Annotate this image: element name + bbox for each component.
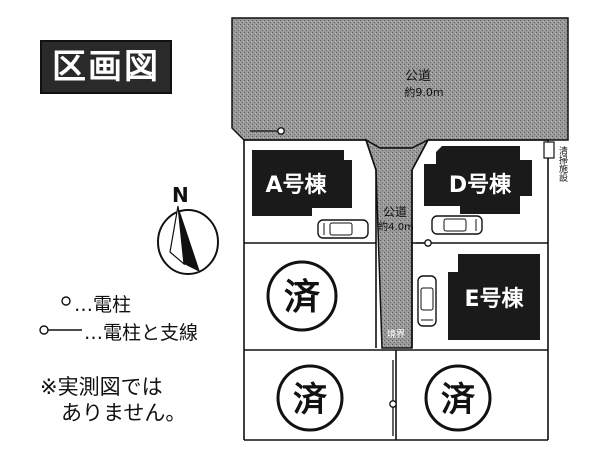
facility-sign — [543, 141, 555, 159]
lot-d-label: D号棟 — [449, 172, 512, 198]
pole-wire-icon — [39, 325, 82, 335]
svg-text:済: 済 — [441, 380, 476, 420]
building-e — [448, 254, 540, 340]
car-icon — [417, 275, 437, 327]
car-icon — [317, 219, 369, 239]
sold-marker: 済 — [276, 364, 344, 432]
svg-text:済: 済 — [293, 380, 328, 420]
compass-icon: N — [157, 183, 219, 275]
sold-marker: 済 — [266, 260, 338, 332]
disclaimer-note: ※実測図では ありません。 — [40, 375, 187, 425]
svg-text:済: 済 — [284, 277, 320, 318]
building-d — [424, 146, 532, 214]
legend-pole: …電柱 — [74, 294, 132, 316]
car-icon — [431, 215, 483, 235]
legend-pole-wire: …電柱と支線 — [84, 322, 199, 344]
lot-a-label: A号棟 — [265, 172, 327, 198]
lot-boundaries — [243, 139, 549, 441]
pole-markers — [250, 127, 432, 436]
facility-label: 清掃施設 — [557, 145, 568, 183]
main-road-label: 公道 — [405, 69, 431, 84]
lot-e-label: E号棟 — [464, 286, 524, 312]
sold-marker: 済 — [424, 364, 492, 432]
main-road-width: 約9.0m — [404, 85, 443, 99]
svg-text:N: N — [172, 183, 189, 207]
boundary-label: 境界 — [387, 328, 405, 340]
pole-icon — [61, 296, 71, 306]
side-road-width: 約4.0m — [378, 220, 414, 233]
side-road-label: 公道 — [383, 205, 407, 219]
building-a — [252, 150, 352, 216]
page-title: 区画図 — [40, 40, 172, 94]
